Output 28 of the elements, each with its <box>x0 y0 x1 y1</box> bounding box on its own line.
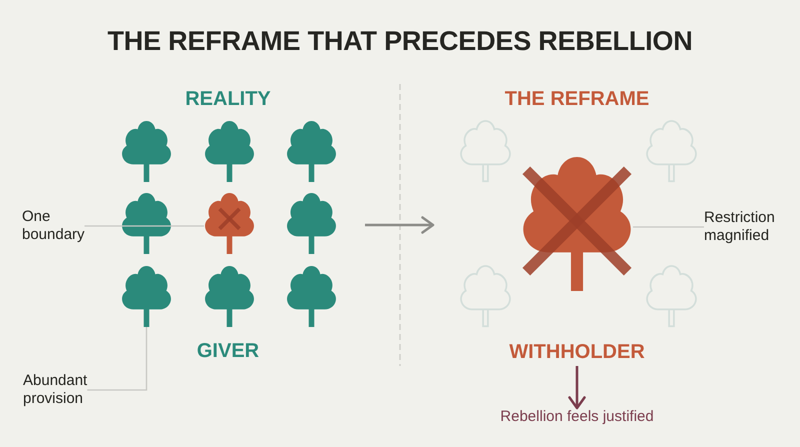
tree-icon <box>121 193 172 254</box>
arrow <box>568 366 586 410</box>
diagram-title: THE REFRAME THAT PRECEDES REBELLION <box>107 26 693 56</box>
leader-line <box>87 327 148 391</box>
annotation-text: Abundant provision <box>23 372 88 408</box>
leader-line <box>633 226 704 228</box>
panel-heading: THE REFRAME <box>504 88 650 110</box>
role-label: GIVER <box>196 340 260 362</box>
outlined-tree-icon <box>460 266 511 327</box>
role-label: WITHHOLDER <box>509 341 645 363</box>
arrow <box>365 216 434 234</box>
tree-icon <box>204 266 255 327</box>
tree-icon <box>286 121 337 182</box>
annotation-text: Restriction magnified <box>704 209 775 245</box>
tree-icon <box>121 266 172 327</box>
tree-icon <box>286 266 337 327</box>
panel-heading: REALITY <box>185 88 271 110</box>
crossed-out-tree-icon <box>204 193 255 254</box>
crossed-out-tree-icon <box>521 157 633 291</box>
outlined-tree-icon <box>646 266 697 327</box>
outcome-text: Rebellion feels justified <box>500 408 654 426</box>
tree-icon <box>121 121 172 182</box>
tree-icon <box>204 121 255 182</box>
annotation-text: One boundary <box>22 208 85 244</box>
leader-line <box>84 225 204 227</box>
outlined-tree-icon <box>646 121 697 182</box>
outlined-tree-icon <box>460 121 511 182</box>
tree-icon <box>286 193 337 254</box>
